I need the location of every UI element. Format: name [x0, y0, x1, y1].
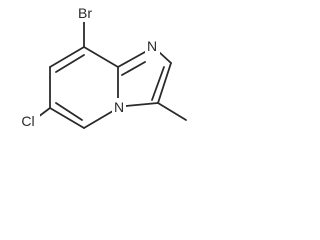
imidazole-nitrogen-atom-label: N [147, 38, 157, 54]
double-bond-c5-c6 [55, 102, 83, 121]
bond-c8a-n1 [117, 51, 146, 68]
double-bond-c8a-n1 [121, 61, 146, 76]
bridgehead-nitrogen-label-background [112, 98, 126, 115]
bromine-atom-label: Br [78, 5, 92, 21]
double-bond-c2-c3 [151, 66, 165, 101]
bond-c3-n4 [125, 102, 159, 107]
imidazole-nitrogen-label-background [145, 37, 160, 54]
bond-c3-methyl [157, 102, 187, 121]
chlorine-label-background [16, 112, 40, 130]
bond-c2-c3 [157, 62, 172, 104]
bond-c7-c8 [49, 46, 85, 68]
double-bond-c7-c8 [55, 54, 85, 73]
bridgehead-nitrogen-atom-label: N [114, 99, 124, 115]
bond-c8-c8a [83, 46, 119, 68]
chemical-structure-diagram: Br Cl N N [16, 4, 187, 130]
bond-c5-c6 [49, 107, 85, 129]
bromine-label-background [72, 4, 98, 22]
bond-n1-c2 [158, 51, 172, 64]
chlorine-atom-label: Cl [21, 113, 34, 129]
